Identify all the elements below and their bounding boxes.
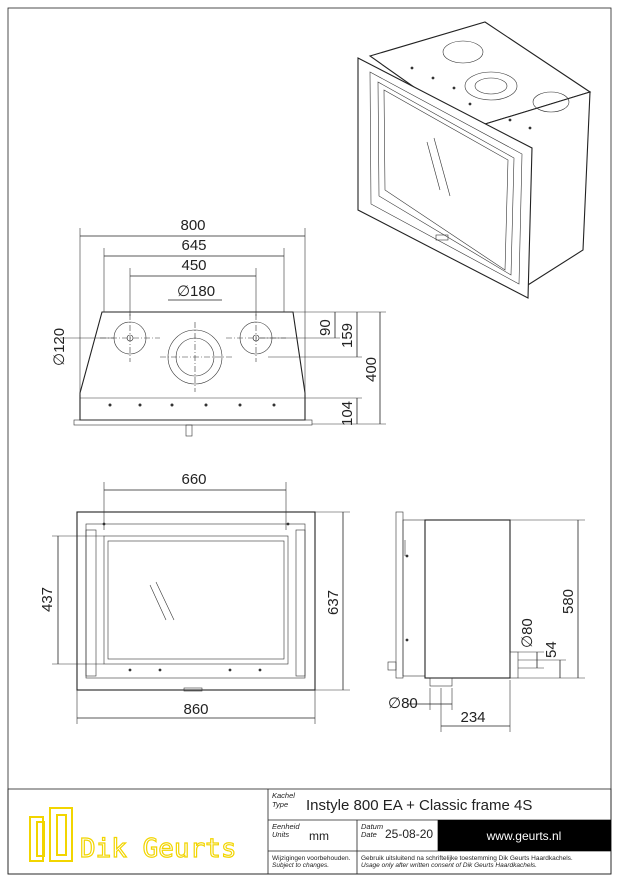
units-label: Eenheid — [272, 822, 300, 831]
type-value: Instyle 800 EA + Classic frame 4S — [306, 797, 532, 814]
dim-flue-spacing: 450 — [181, 257, 206, 274]
changes-note-nl: Wijzigingen voorbehouden. — [272, 855, 351, 862]
dim-width-inner: 645 — [181, 237, 206, 254]
dim-104: 104 — [339, 401, 356, 426]
dim-air-inlet-height: 54 — [543, 641, 560, 658]
dim-depth-offset: 234 — [460, 709, 485, 726]
consent-note-nl: Gebruik uitsluitend na schriftelijke toe… — [361, 855, 573, 862]
dim-frame-width: 860 — [183, 701, 208, 718]
dim-159: 159 — [339, 323, 356, 348]
dim-frame-height: 637 — [325, 590, 342, 615]
changes-note-en: Subject to changes. — [272, 862, 329, 869]
type-label: Kachel — [272, 791, 295, 800]
title-block: Dik Geurts Kachel Type Instyle 800 EA + … — [7, 788, 612, 875]
units-value: mm — [309, 829, 329, 843]
dim-width-outer: 800 — [180, 217, 205, 234]
type-label-en: Type — [272, 800, 288, 809]
dim-side-height: 580 — [560, 589, 577, 614]
dim-400: 400 — [363, 357, 380, 382]
date-label: Datum — [361, 822, 383, 831]
dim-90: 90 — [317, 319, 334, 336]
dim-glass-height: 437 — [39, 587, 56, 612]
isometric-view — [357, 21, 592, 299]
website-link[interactable]: www.geurts.nl — [486, 829, 562, 843]
units-label-en: Units — [272, 830, 289, 839]
date-value: 25-08-20 — [385, 827, 433, 841]
dim-side-flue-diameter: ∅120 — [51, 328, 68, 366]
dim-flue-diameter: ∅180 — [177, 283, 215, 300]
side-view: 580 ∅80 54 ∅80 234 — [387, 511, 585, 732]
front-view: 800 645 450 ∅180 ∅120 90 159 400 104 — [51, 217, 386, 437]
date-label-en: Date — [361, 830, 377, 839]
dik-geurts-logo: Dik Geurts — [29, 807, 237, 865]
consent-note-en: Usage only after written consent of Dik … — [361, 862, 537, 869]
frame-view: 660 437 637 860 — [39, 471, 350, 724]
website-bar — [438, 820, 611, 851]
logo-text: Dik Geurts — [80, 834, 237, 864]
dim-bottom-inlet-diameter: ∅80 — [388, 695, 418, 712]
dim-air-inlet-diameter: ∅80 — [519, 618, 536, 648]
dim-glass-width: 660 — [181, 471, 206, 488]
